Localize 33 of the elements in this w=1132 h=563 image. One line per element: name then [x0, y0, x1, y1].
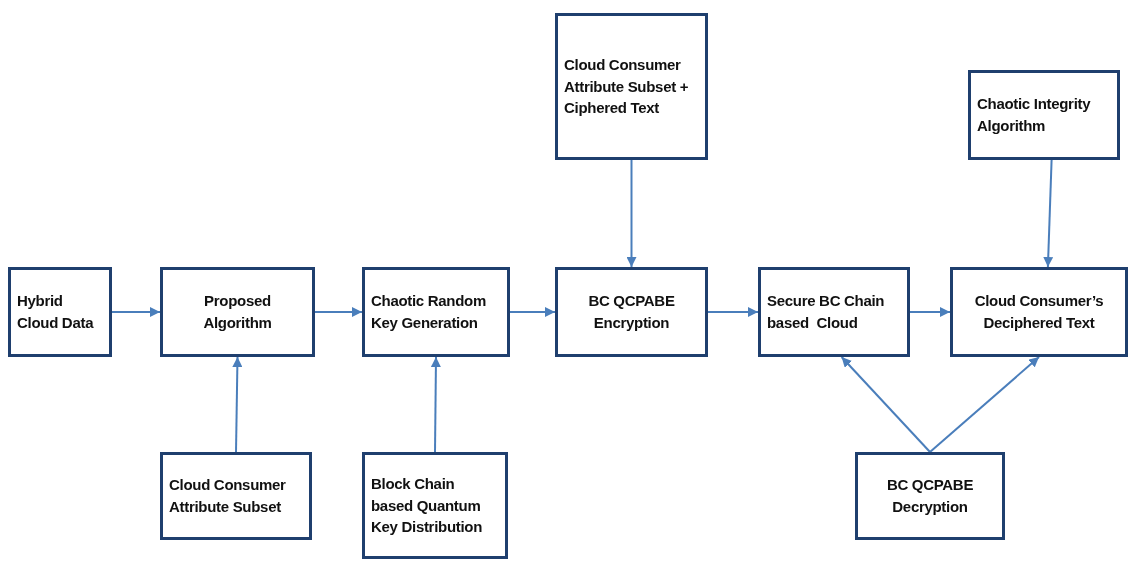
process-box [855, 452, 1005, 540]
box-label: Hybrid Cloud Data [17, 291, 95, 333]
box-label: BC QCPABE Encryption [587, 291, 676, 333]
process-box [950, 267, 1128, 357]
process-box [160, 452, 312, 540]
box-label: Cloud Consumer’s Deciphered Text [973, 291, 1105, 333]
process-box [555, 267, 708, 357]
process-box [160, 267, 315, 357]
process-box [968, 70, 1120, 160]
arrow [909, 307, 951, 317]
process-box [758, 267, 910, 357]
arrow [1043, 159, 1054, 268]
process-box [362, 267, 510, 357]
box-label: Cloud Consumer Attribute Subset [169, 475, 287, 517]
arrow [840, 356, 931, 453]
box-label: Block Chain based Quantum Key Distribution [371, 473, 484, 538]
arrow [232, 356, 243, 453]
arrow [111, 307, 161, 317]
box-label: Chaotic Integrity Algorithm [977, 94, 1092, 136]
box-label: BC QCPABE Decryption [885, 475, 975, 517]
box-label: Chaotic Random Key Generation [371, 291, 487, 333]
process-box [362, 452, 508, 559]
arrow [314, 307, 363, 317]
process-box [555, 13, 708, 160]
box-label: Proposed Algorithm [202, 291, 273, 333]
box-label: Secure BC Chain based Cloud [767, 291, 886, 333]
arrow [707, 307, 759, 317]
arrow [509, 307, 556, 317]
arrow [929, 356, 1040, 453]
arrow [430, 356, 441, 453]
process-box [8, 267, 112, 357]
arrow [626, 159, 637, 268]
box-label: Cloud Consumer Attribute Subset + Ciphered Text [564, 54, 690, 119]
